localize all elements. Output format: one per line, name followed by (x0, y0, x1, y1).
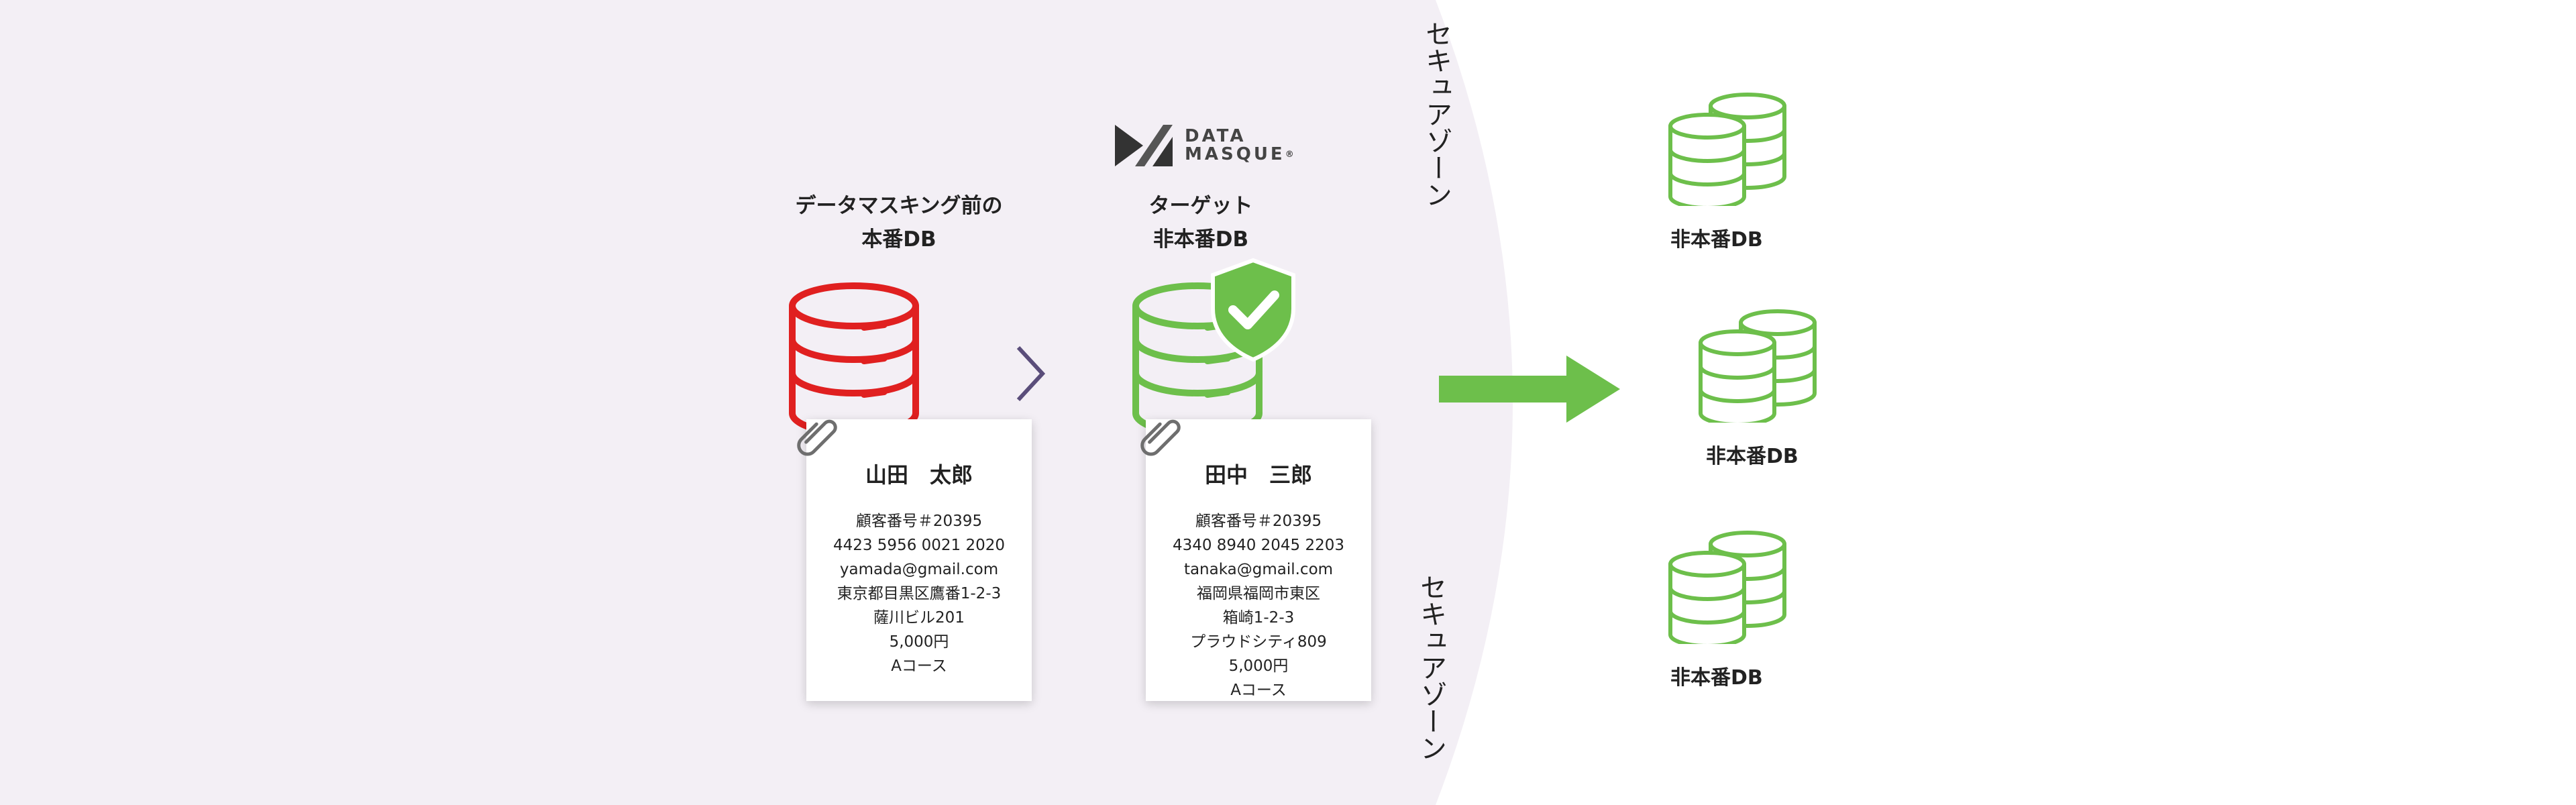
non-prod-database-stack-icon (1699, 309, 1817, 423)
target-customer-name: 田中 三郎 (1204, 462, 1312, 488)
source-card-line: Aコース (891, 657, 947, 675)
logo-registered-mark: ® (1285, 150, 1294, 160)
source-card-line: 5,000円 (889, 633, 949, 651)
chevron-right-icon (1016, 345, 1046, 402)
secure-zone-label-bottom: セキュアゾーン (1415, 574, 1446, 761)
source-card-line: 4423 5956 0021 2020 (833, 537, 1006, 554)
source-record-card: 山田 太郎 顧客番号＃20395 4423 5956 0021 2020 yam… (806, 419, 1032, 701)
target-heading: ターゲット 非本番DB (1067, 189, 1335, 256)
paperclip-icon (1140, 419, 1181, 456)
logo-line1: DATA (1185, 126, 1246, 146)
target-heading-line2: 非本番DB (1152, 227, 1249, 252)
source-card-line: 薩川ビル201 (873, 609, 965, 627)
source-card-line: 顧客番号＃20395 (855, 513, 983, 530)
non-prod-db-label: 非本番DB (1670, 228, 1763, 252)
non-prod-database-stack-icon (1668, 93, 1786, 206)
non-prod-db-label: 非本番DB (1706, 445, 1799, 468)
source-heading: データマスキング前の 本番DB (738, 189, 1060, 256)
source-heading-line2: 本番DB (861, 227, 936, 252)
target-card-line: 箱崎1-2-3 (1222, 609, 1295, 627)
shield-check-icon (1211, 258, 1295, 362)
source-card-line: yamada@gmail.com (839, 561, 999, 578)
paperclip-icon (797, 419, 837, 456)
source-card-line: 東京都目黒区鷹番1-2-3 (837, 585, 1002, 602)
logo-line2: MASQUE (1185, 144, 1285, 164)
target-card-line: 福岡県福岡市東区 (1197, 585, 1320, 602)
arrow-right-icon (1439, 356, 1620, 423)
target-card-line: 顧客番号＃20395 (1195, 513, 1322, 530)
target-heading-line1: ターゲット (1148, 194, 1253, 218)
target-card-line: 5,000円 (1228, 657, 1289, 675)
target-card-line: プラウドシティ809 (1190, 633, 1327, 651)
target-record-card: 田中 三郎 顧客番号＃20395 4340 8940 2045 2203 tan… (1146, 419, 1371, 701)
datamasque-logo-mark (1115, 125, 1173, 166)
source-customer-name: 山田 太郎 (865, 462, 973, 488)
target-card-line: tanaka@gmail.com (1183, 561, 1334, 578)
source-heading-line1: データマスキング前の (795, 194, 1003, 218)
non-prod-db-label: 非本番DB (1670, 666, 1763, 690)
non-prod-database-stack-icon (1668, 531, 1786, 644)
secure-zone-label-top: セキュアゾーン (1421, 20, 1452, 208)
target-card-line: 4340 8940 2045 2203 (1172, 537, 1345, 554)
target-card-line: Aコース (1230, 682, 1287, 699)
